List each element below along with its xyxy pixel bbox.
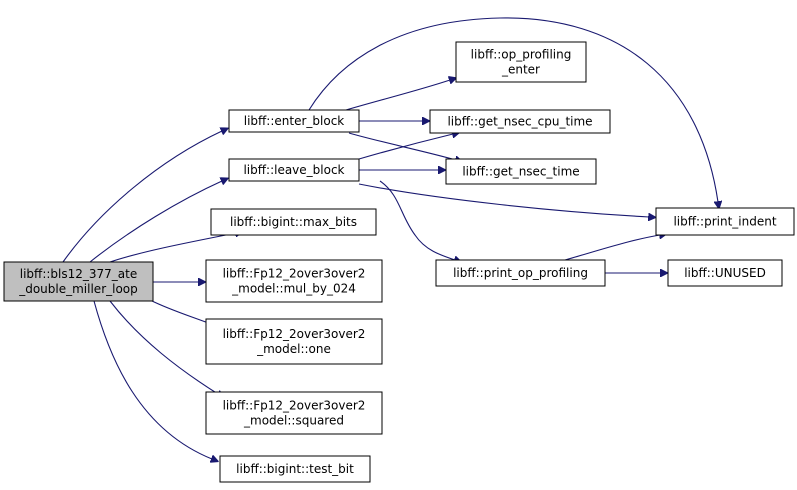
node-box: [205, 318, 383, 365]
node-get-nsec-time[interactable]: libff::get_nsec_time: [445, 158, 597, 185]
edge-root-to-test_bit: [93, 300, 212, 459]
node-get-nsec-cpu-time[interactable]: libff::get_nsec_cpu_time: [429, 109, 611, 134]
edge-print_op_profiling-to-print_indent: [564, 235, 660, 261]
node-label: libff::UNUSED: [684, 266, 766, 280]
node-max-bits[interactable]: libff::bigint::max_bits: [210, 208, 377, 236]
node-label: _model::one: [256, 342, 331, 356]
node-label: libff::bigint::test_bit: [236, 462, 354, 476]
node-label: _model::squared: [243, 414, 344, 428]
node-label: libff::bls12_377_ate: [20, 267, 137, 281]
node-box: [228, 109, 360, 133]
node-box: [205, 391, 383, 435]
node-box: [455, 41, 587, 83]
node-label: libff::op_profiling: [471, 48, 572, 62]
edge-root-to-one: [149, 299, 211, 324]
node-box: [205, 259, 383, 303]
node-label: libff::get_nsec_time: [462, 165, 579, 179]
edge-root-to-leave_block: [89, 181, 222, 263]
node-label: libff::bigint::max_bits: [230, 215, 357, 229]
node-box: [435, 259, 606, 287]
node-label: libff::Fp12_2over3over2: [223, 399, 366, 413]
edge-root-to-squared: [109, 300, 218, 394]
node-box: [445, 158, 597, 185]
edge-root-to-max_bits: [109, 233, 236, 263]
node-label: libff::print_op_profiling: [453, 266, 588, 280]
node-label: _enter: [501, 63, 540, 77]
node-label: libff::leave_block: [243, 163, 344, 177]
node-box: [228, 158, 360, 182]
node-box: [667, 259, 783, 287]
node-one[interactable]: libff::Fp12_2over3over2_model::one: [205, 318, 383, 365]
node-enter-block[interactable]: libff::enter_block: [228, 109, 360, 133]
edge-leave_block-to-get_nsec_cpu_time: [358, 134, 453, 160]
nodes-layer: libff::bls12_377_ate_double_miller_loopl…: [3, 41, 795, 483]
node-op-profiling-enter[interactable]: libff::op_profiling_enter: [455, 41, 587, 83]
edge-root-to-enter_block: [62, 131, 222, 263]
edge-leave_block-to-print_op_profiling: [379, 180, 455, 260]
node-print-indent[interactable]: libff::print_indent: [655, 207, 795, 236]
node-test-bit[interactable]: libff::bigint::test_bit: [219, 455, 371, 483]
edge-leave_block-to-print_indent: [358, 183, 649, 217]
node-label: _model::mul_by_024: [231, 282, 356, 296]
node-box: [655, 207, 795, 236]
edges-layer: [62, 17, 718, 459]
edge-enter_block-to-get_nsec_time: [348, 132, 456, 160]
node-root[interactable]: libff::bls12_377_ate_double_miller_loop: [3, 261, 154, 302]
node-box: [210, 208, 377, 236]
node-box: [3, 261, 154, 302]
node-mul-by-024[interactable]: libff::Fp12_2over3over2_model::mul_by_02…: [205, 259, 383, 303]
node-label: libff::print_indent: [673, 215, 776, 229]
edge-enter_block-to-print_indent: [308, 17, 718, 202]
edge-enter_block-to-op_profiling_enter: [345, 80, 450, 111]
node-label: libff::enter_block: [244, 114, 345, 128]
node-box: [219, 455, 371, 483]
node-label: libff::Fp12_2over3over2: [223, 327, 366, 341]
node-label: libff::Fp12_2over3over2: [223, 267, 366, 281]
node-UNUSED[interactable]: libff::UNUSED: [667, 259, 783, 287]
node-leave-block[interactable]: libff::leave_block: [228, 158, 360, 182]
node-print-op-profiling[interactable]: libff::print_op_profiling: [435, 259, 606, 287]
node-label: _double_miller_loop: [18, 282, 138, 296]
node-squared[interactable]: libff::Fp12_2over3over2_model::squared: [205, 391, 383, 435]
node-box: [429, 109, 611, 134]
node-label: libff::get_nsec_cpu_time: [447, 115, 592, 129]
